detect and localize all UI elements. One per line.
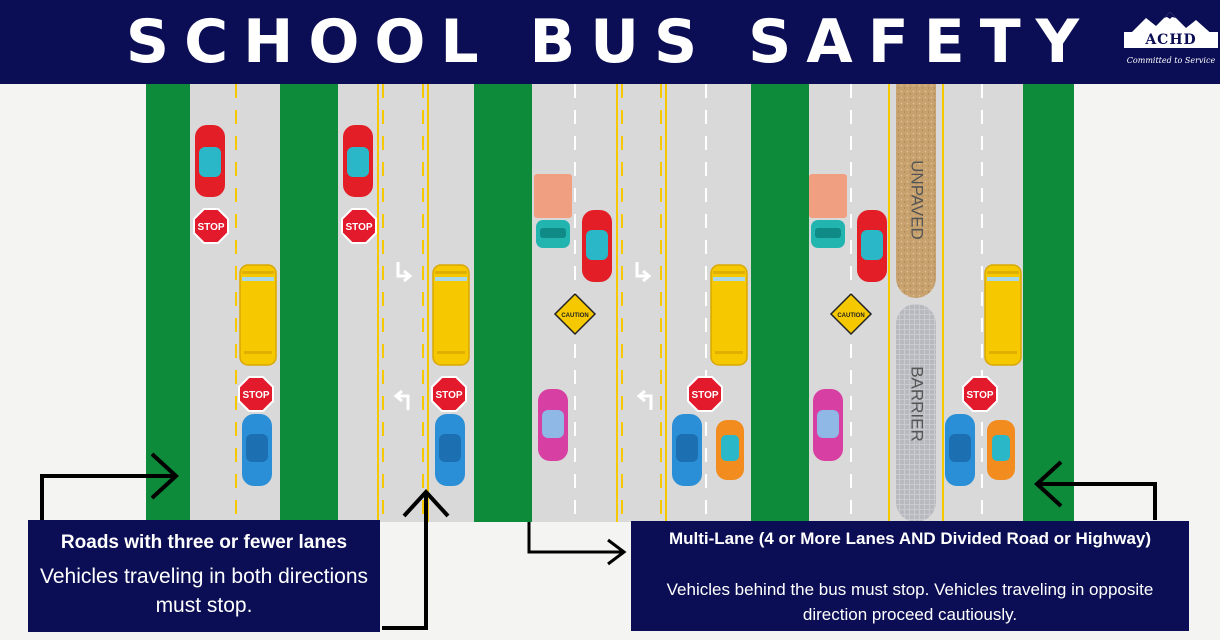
mountain-logo-icon <box>1128 12 1214 36</box>
grass-strip <box>280 84 338 522</box>
stop-sign-icon: STOP <box>238 376 274 412</box>
caution-sign-icon: CAUTION <box>829 292 873 336</box>
grass-strip <box>1023 84 1074 522</box>
car-icon <box>582 210 612 282</box>
barrier-median <box>896 304 936 522</box>
school-bus-icon <box>984 264 1022 366</box>
school-bus-icon <box>432 264 470 366</box>
svg-text:CAUTION: CAUTION <box>837 313 864 319</box>
car-icon <box>242 414 272 486</box>
arrow-icon <box>382 489 450 630</box>
car-icon <box>195 125 225 197</box>
stop-sign-icon: STOP <box>962 376 998 412</box>
panel-description: Vehicles traveling in both directions mu… <box>39 565 369 617</box>
svg-text:STOP: STOP <box>197 222 224 233</box>
achd-logo: ACHD Committed to Service <box>1124 10 1218 76</box>
school-bus-icon <box>239 264 277 366</box>
arrow-icon <box>527 522 627 566</box>
car-icon <box>672 414 702 486</box>
car-icon <box>813 389 843 461</box>
svg-text:STOP: STOP <box>966 390 993 401</box>
panel-description: Vehicles behind the bus must stop. Vehic… <box>666 580 1154 624</box>
stop-sign-icon: STOP <box>193 208 229 244</box>
svg-text:STOP: STOP <box>345 222 372 233</box>
school-bus-icon <box>710 264 748 366</box>
arrow-icon <box>1034 460 1157 520</box>
svg-text:STOP: STOP <box>691 390 718 401</box>
panel-title: Roads with three or fewer lanes <box>60 532 348 553</box>
truck-icon <box>534 174 572 248</box>
turn-arrow-icon <box>636 389 653 410</box>
unpaved-median <box>896 84 936 298</box>
car-icon <box>716 420 744 480</box>
info-panel-multi-lane: Multi-Lane (4 or More Lanes AND Divided … <box>631 521 1189 631</box>
arrow-icon <box>40 452 179 520</box>
stop-sign-icon: STOP <box>687 376 723 412</box>
car-icon <box>857 210 887 282</box>
turn-arrow-icon <box>393 389 410 410</box>
turn-arrow-icon <box>635 262 652 283</box>
grass-strip <box>146 84 190 522</box>
car-icon <box>987 420 1015 480</box>
stop-sign-icon: STOP <box>431 376 467 412</box>
car-icon <box>343 125 373 197</box>
svg-text:CAUTION: CAUTION <box>561 313 588 319</box>
page-title: SCHOOL BUS SAFETY <box>125 7 1095 77</box>
truck-icon <box>809 174 847 248</box>
caution-sign-icon: CAUTION <box>553 292 597 336</box>
svg-text:STOP: STOP <box>435 390 462 401</box>
road-diagram: UNPAVED BARRIER <box>40 84 1157 630</box>
barrier-label: BARRIER <box>908 366 927 442</box>
panel-title: Multi-Lane (4 or More Lanes AND Divided … <box>668 529 1152 548</box>
turn-arrow-icon <box>396 262 413 283</box>
logo-text: ACHD <box>1124 32 1218 48</box>
grass-strip <box>751 84 809 522</box>
car-icon <box>945 414 975 486</box>
logo-tagline: Committed to Service <box>1126 56 1216 65</box>
svg-text:STOP: STOP <box>242 390 269 401</box>
grass-strip <box>474 84 532 522</box>
header-bar: SCHOOL BUS SAFETY ACHD Committed to Serv… <box>0 0 1220 84</box>
car-icon <box>435 414 465 486</box>
info-panel-three-lanes: Roads with three or fewer lanes Vehicles… <box>28 520 380 632</box>
stop-sign-icon: STOP <box>341 208 377 244</box>
unpaved-label: UNPAVED <box>908 160 927 240</box>
car-icon <box>538 389 568 461</box>
